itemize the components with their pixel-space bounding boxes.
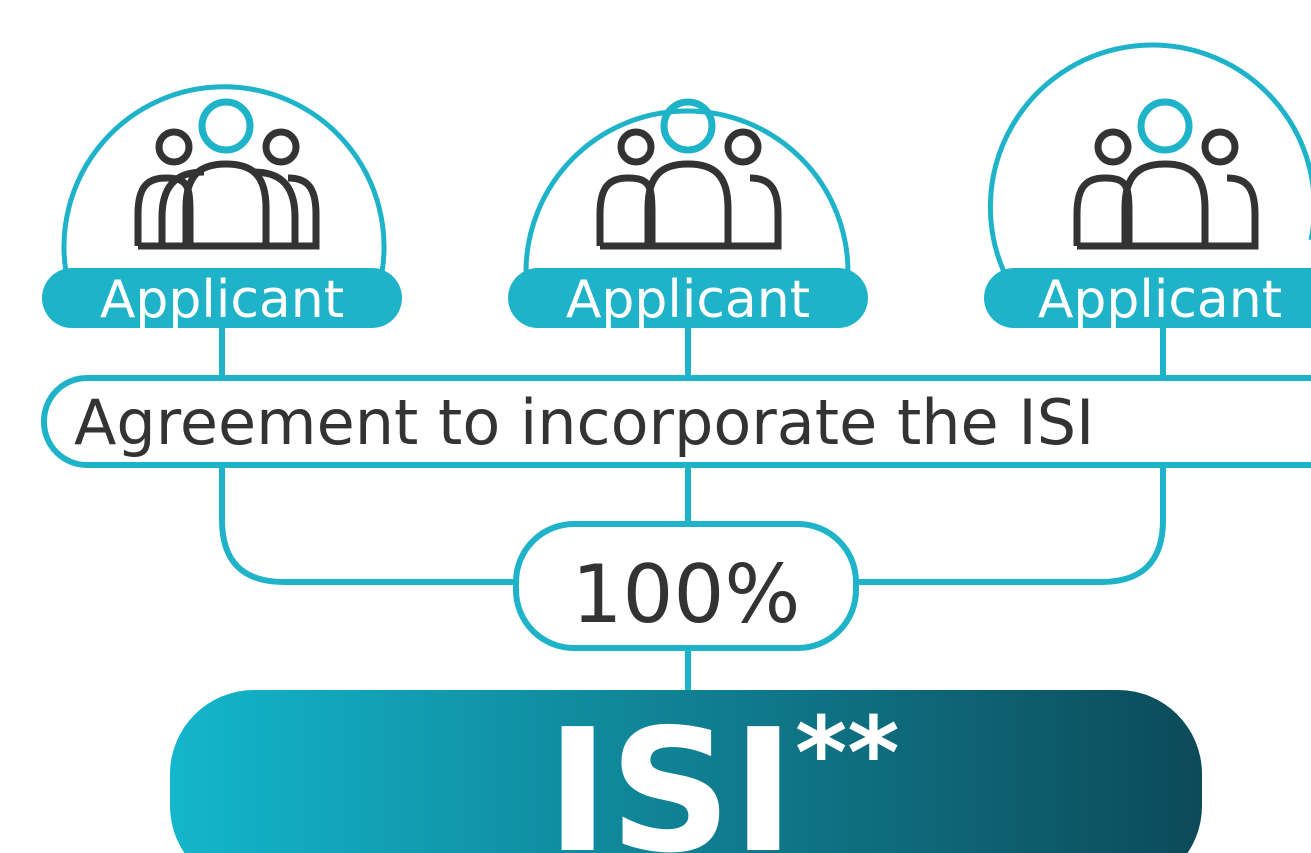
agreement-box-outline — [41, 375, 1311, 468]
applicant-halo — [523, 108, 851, 273]
group-of-people-icon — [596, 98, 782, 250]
applicant-label-pill — [984, 268, 1311, 328]
applicant-node: Applicant — [42, 84, 402, 330]
agreement-text: Agreement to incorporate the ISI — [74, 386, 1094, 459]
connector-right-to-share — [856, 465, 1166, 585]
connector-lines — [219, 328, 1166, 692]
group-of-people-icon — [134, 98, 320, 250]
applicant-node: Applicant — [984, 42, 1311, 330]
svg-text:ISI**: ISI** — [546, 693, 900, 853]
isi-suffix: ** — [795, 695, 900, 812]
share-box: 100% — [513, 521, 859, 651]
applicant-label: Applicant — [100, 270, 344, 330]
share-box-outline — [513, 521, 859, 651]
connector-left-to-share — [219, 465, 520, 585]
applicant-label: Applicant — [566, 270, 810, 330]
applicant-label: Applicant — [1038, 270, 1282, 330]
applicant-node: Applicant — [508, 98, 868, 330]
applicant-halo — [61, 84, 387, 273]
agreement-box: Agreement to incorporate the ISI — [41, 375, 1311, 468]
share-percentage: 100% — [572, 548, 801, 641]
group-of-people-icon — [1073, 98, 1259, 250]
isi-result: ISI** — [170, 690, 1202, 853]
applicant-label-pill — [42, 268, 402, 328]
isi-banner — [170, 690, 1202, 853]
isi-name: ISI — [546, 693, 795, 853]
applicant-halo — [987, 42, 1311, 273]
applicant-label-pill — [508, 268, 868, 328]
